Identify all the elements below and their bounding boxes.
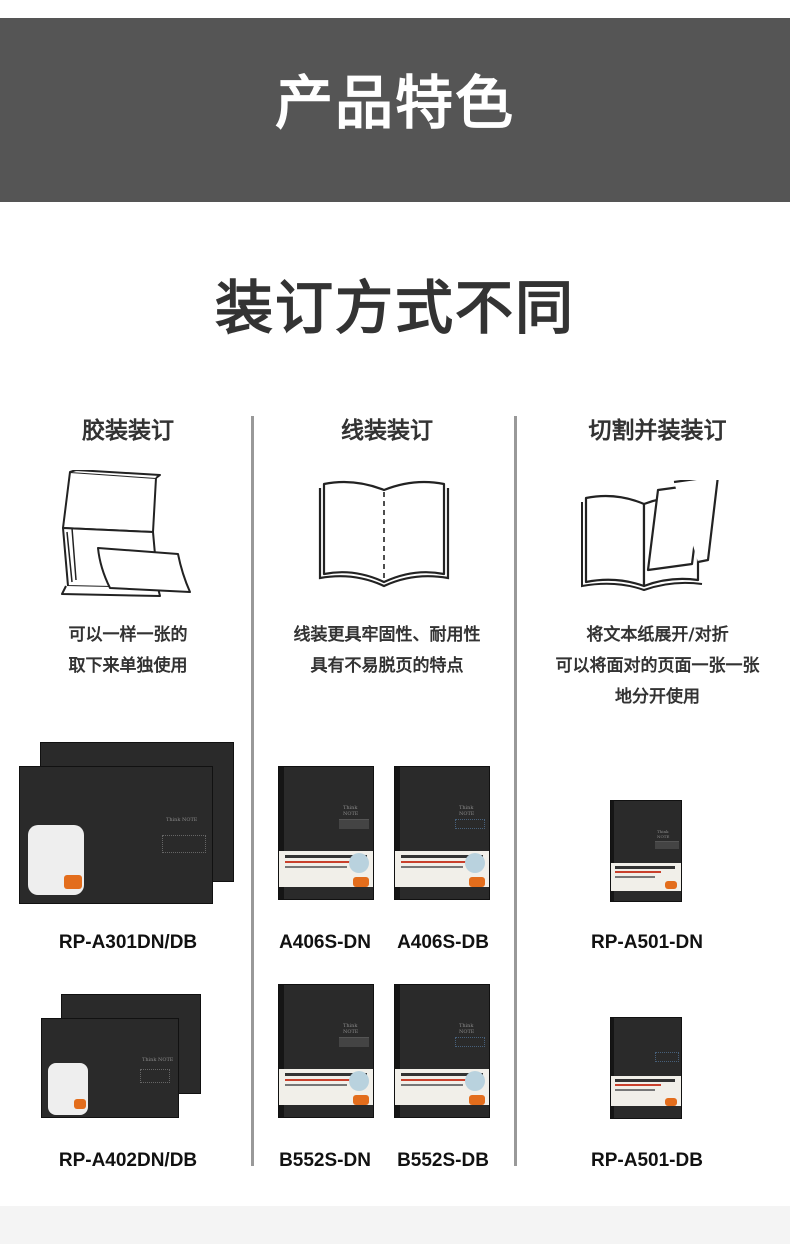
notebook-product-image xyxy=(610,1017,682,1119)
brand-text: Think NOTE xyxy=(142,1057,174,1063)
description-line: 取下来单独使用 xyxy=(68,656,188,676)
stitched-notebook-icon xyxy=(318,480,450,588)
notebook-product-image: Think NOTE xyxy=(41,1018,179,1118)
banner-title: 产品特色 xyxy=(274,69,515,137)
notebook-product-image: Think NOTE xyxy=(394,984,490,1118)
brand-text: Think NOTE xyxy=(657,829,670,839)
description-line: 线装更具牢固性、耐用性 xyxy=(293,625,481,645)
description-line: 可以将面对的页面一张一张 xyxy=(555,656,760,676)
model-label: B552S-DB xyxy=(397,1150,489,1171)
header-banner xyxy=(0,18,790,202)
model-label: RP-A501-DN xyxy=(591,932,703,953)
column-divider-right xyxy=(514,416,517,1166)
description-line: 地分开使用 xyxy=(615,687,700,707)
column-heading: 线装装订 xyxy=(341,418,433,444)
footer-strip xyxy=(0,1206,790,1244)
section-title: 装订方式不同 xyxy=(214,274,575,342)
brand-text: Think NOTE xyxy=(459,805,475,817)
cut-sheet-notebook-icon xyxy=(581,480,719,592)
column-heading: 胶装装订 xyxy=(82,418,174,444)
model-label: RP-A501-DB xyxy=(591,1150,703,1171)
model-label: B552S-DN xyxy=(279,1150,371,1171)
column-description: 线装更具牢固性、耐用性 具有不易脱页的特点 xyxy=(262,620,512,682)
notebook-product-image: Think NOTE xyxy=(610,800,682,902)
glued-notebook-tear-icon xyxy=(61,470,191,597)
model-label: A406S-DN xyxy=(279,932,371,953)
brand-text: Think NOTE xyxy=(343,805,359,817)
column-heading: 切割并装装订 xyxy=(588,418,727,444)
column-description: 可以一样一张的 取下来单独使用 xyxy=(3,620,253,682)
model-label: RP-A402DN/DB xyxy=(58,1150,198,1171)
description-line: 可以一样一张的 xyxy=(68,625,188,645)
column-description: 将文本纸展开/对折 可以将面对的页面一张一张 地分开使用 xyxy=(525,620,790,713)
notebook-product-image: Think NOTE xyxy=(19,766,213,904)
model-label: RP-A301DN/DB xyxy=(58,932,198,953)
column-divider-left xyxy=(251,416,254,1166)
brand-text: Think NOTE xyxy=(343,1023,359,1035)
description-line: 将文本纸展开/对折 xyxy=(586,625,729,645)
notebook-product-image: Think NOTE xyxy=(394,766,490,900)
description-line: 具有不易脱页的特点 xyxy=(310,656,464,676)
notebook-product-image: Think NOTE xyxy=(278,984,374,1118)
model-label: A406S-DB xyxy=(397,932,489,953)
notebook-product-image: Think NOTE xyxy=(278,766,374,900)
brand-text: Think NOTE xyxy=(459,1023,475,1035)
brand-text: Think NOTE xyxy=(166,817,198,823)
